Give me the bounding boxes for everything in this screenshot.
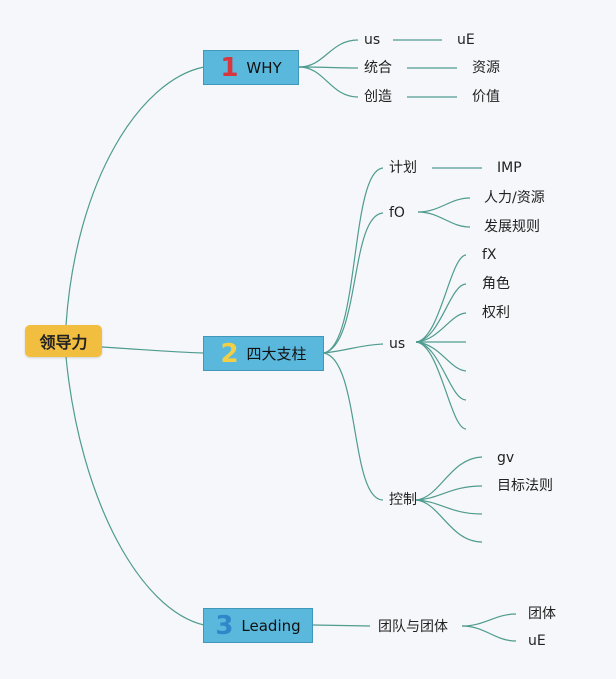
topic-jihua[interactable]: 计划	[389, 160, 417, 176]
topic-fx[interactable]: fX	[482, 247, 497, 263]
topic-tuandui-tuanti[interactable]: 团队与团体	[378, 619, 448, 635]
topic-renli-ziyuan[interactable]: 人力/资源	[484, 190, 545, 206]
branch-label: 四大支柱	[246, 345, 307, 363]
topic-fazhan-guize[interactable]: 发展规则	[484, 219, 540, 235]
topic-ziyuan[interactable]: 资源	[472, 60, 500, 76]
edge-root-why	[65, 66, 205, 326]
topic-chuangzao[interactable]: 创造	[364, 89, 392, 105]
branch-number-2: 2	[220, 338, 239, 369]
topic-ue[interactable]: uE	[457, 32, 475, 48]
branch-leading[interactable]: 3 Leading	[203, 608, 313, 643]
topic-tuanti[interactable]: 团体	[528, 606, 556, 622]
topic-ue-leading[interactable]: uE	[528, 633, 546, 649]
branch-number-3: 3	[215, 610, 234, 641]
branch-number-1: 1	[220, 52, 239, 83]
branch-pillars[interactable]: 2 四大支柱	[203, 336, 324, 371]
topic-us[interactable]: us	[364, 32, 381, 48]
branch-label: Leading	[241, 616, 301, 635]
topic-fo[interactable]: fO	[389, 205, 405, 221]
topic-us-pillar[interactable]: us	[389, 336, 406, 352]
topic-quanli[interactable]: 权利	[482, 305, 510, 321]
topic-gv[interactable]: gv	[497, 450, 515, 466]
topic-tonghe[interactable]: 统合	[364, 60, 392, 76]
topic-kongzhi[interactable]: 控制	[389, 492, 417, 508]
topic-imp[interactable]: IMP	[497, 160, 522, 176]
edge-root-pillars	[101, 346, 205, 354]
root-node[interactable]: 领导力	[25, 325, 102, 357]
topic-jiazhi[interactable]: 价值	[472, 89, 500, 105]
topic-mubiao-faze[interactable]: 目标法则	[497, 478, 553, 494]
branch-label: WHY	[246, 58, 282, 77]
edge-root-leading	[65, 356, 205, 626]
topic-juese[interactable]: 角色	[482, 276, 510, 292]
root-label: 领导力	[39, 333, 88, 352]
branch-why[interactable]: 1 WHY	[203, 50, 299, 85]
